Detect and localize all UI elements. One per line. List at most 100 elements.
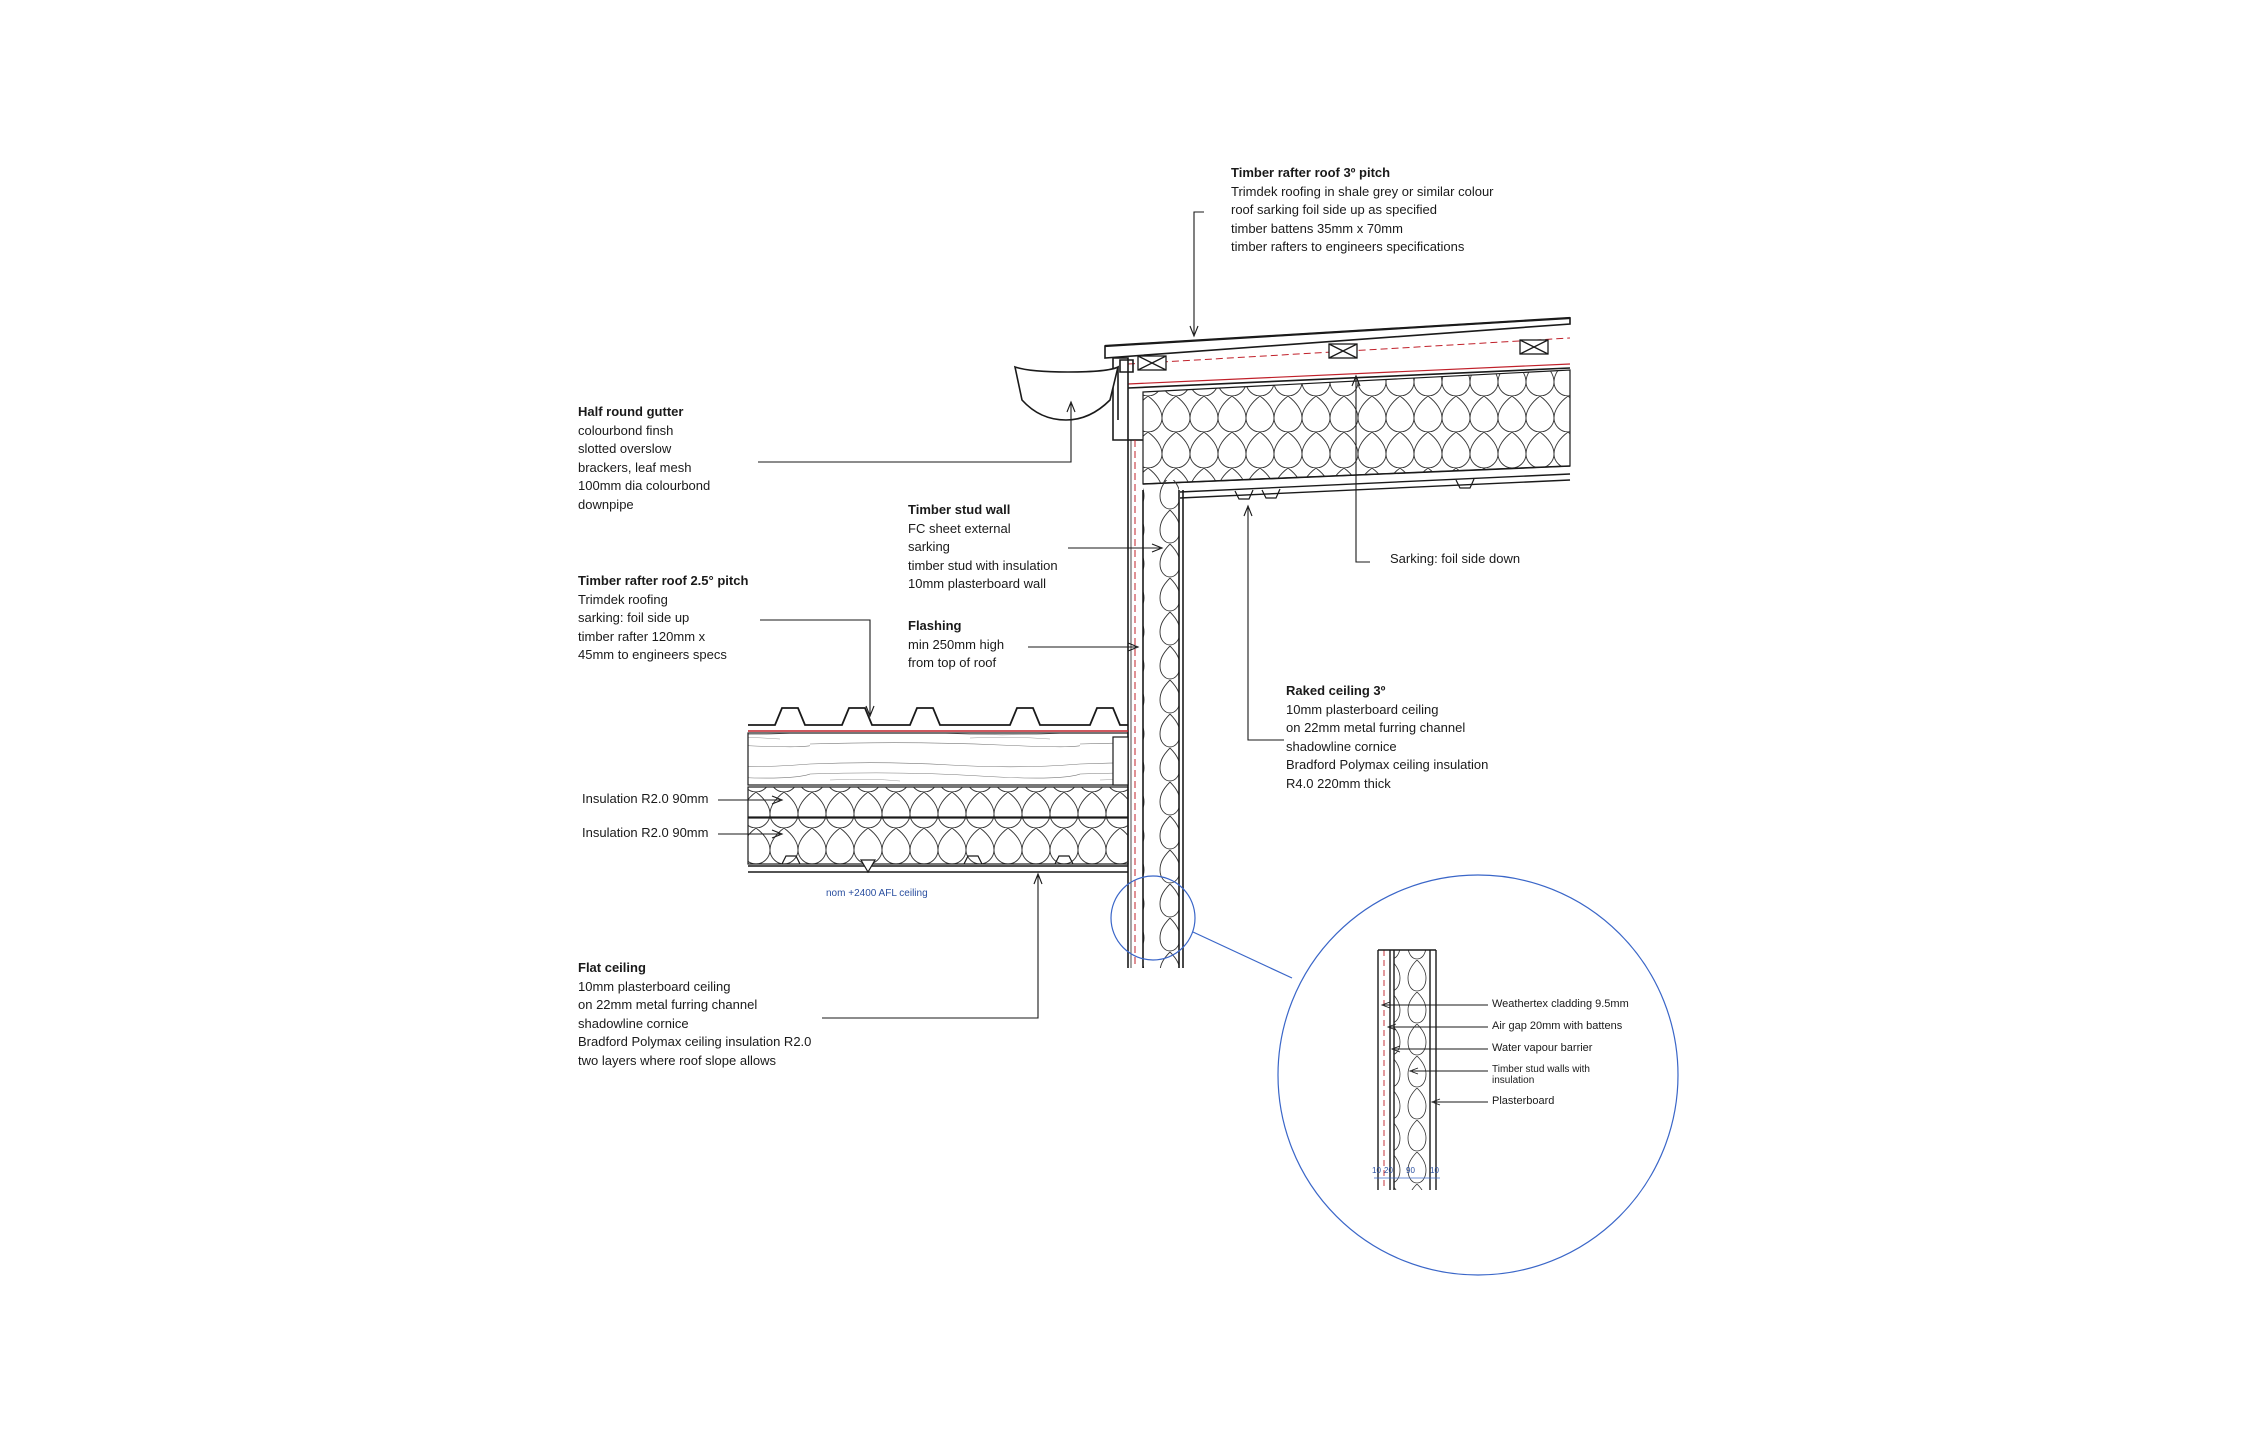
detail-label-vapour-barrier: Water vapour barrier <box>1492 1042 1593 1054</box>
note-flat-ceiling-line: 10mm plasterboard ceiling <box>578 978 731 994</box>
note-roof-3deg-heading: Timber rafter roof 3º pitch <box>1231 165 1391 180</box>
note-flat-ceiling-line: shadowline cornice <box>578 1015 689 1031</box>
note-gutter-heading: Half round gutter <box>578 404 684 419</box>
upper-roof-top <box>1104 316 1571 348</box>
upper-battens <box>1137 339 1549 371</box>
note-stud-wall-line: timber stud with insulation <box>908 557 1058 573</box>
leader-gutter <box>758 404 1072 463</box>
note-insulation-2-text: Insulation R2.0 90mm <box>582 825 709 840</box>
note-sarking-foil-text: Sarking: foil side down <box>1390 551 1521 566</box>
insulation-layer-2 <box>747 817 1129 865</box>
note-gutter: Half round gutter colourbond finsh slott… <box>578 403 710 514</box>
upper-rafter-top <box>1127 363 1571 385</box>
note-raked-ceiling: Raked ceiling 3º 10mm plasterboard ceili… <box>1286 682 1488 793</box>
lower-roof <box>747 707 1129 874</box>
detail-dim-plasterboard: 10 <box>1430 1166 1439 1175</box>
note-roof-2-5deg-line: sarking: foil side up <box>578 610 690 625</box>
raked-ceiling-line-2 <box>1179 479 1571 499</box>
detail-leaders <box>1380 1001 1488 1106</box>
note-flat-ceiling-line: Bradford Polymax ceiling insulation R2.0 <box>578 1034 812 1049</box>
leader-roof25 <box>760 619 871 714</box>
arrow-sarking <box>1351 374 1361 387</box>
note-stud-wall: Timber stud wall FC sheet external sarki… <box>908 501 1058 594</box>
note-flat-ceiling-line: on 22mm metal furring channel <box>578 997 758 1012</box>
note-raked-ceiling-line: shadowline cornice <box>1286 738 1397 754</box>
arrow-roof25 <box>865 705 875 718</box>
fascia-top <box>1119 359 1134 373</box>
leader-flat <box>822 876 1039 1019</box>
leader-raked <box>1247 508 1284 741</box>
note-gutter-line: downpipe <box>578 496 634 512</box>
lower-roof-sheet <box>748 707 1128 726</box>
ceiling-level-label: nom +2400 AFL ceiling <box>826 888 928 899</box>
note-raked-ceiling-line: R4.0 220mm thick <box>1286 775 1391 791</box>
note-raked-ceiling-heading: Raked ceiling 3º <box>1286 683 1386 698</box>
raked-ceiling-line-1 <box>1179 473 1571 493</box>
level-marker <box>859 859 877 874</box>
note-flat-ceiling-heading: Flat ceiling <box>578 960 646 975</box>
upper-roof <box>1104 316 1571 500</box>
note-flat-ceiling-line: two layers where roof slope allows <box>578 1052 776 1068</box>
arrow-gutter <box>1066 400 1076 413</box>
note-flashing-line: from top of roof <box>908 655 997 670</box>
lower-rafter-block <box>1112 736 1129 786</box>
note-roof-2-5deg-heading: Timber rafter roof 2.5° pitch <box>578 573 749 588</box>
note-flashing-heading: Flashing <box>908 618 962 633</box>
note-gutter-line: colourbond finsh <box>578 422 674 438</box>
detail-label-cladding: Weathertex cladding 9.5mm <box>1492 998 1629 1010</box>
lower-rafter-timber <box>747 732 1129 786</box>
note-flat-ceiling: Flat ceiling 10mm plasterboard ceiling o… <box>578 959 811 1070</box>
stud-wall <box>1127 440 1184 968</box>
note-stud-wall-line: FC sheet external <box>908 520 1011 536</box>
note-stud-wall-line: 10mm plasterboard wall <box>908 576 1047 591</box>
half-round-gutter <box>1013 365 1120 421</box>
insulation-layer-1 <box>747 786 1129 818</box>
arrow-raked <box>1243 504 1253 517</box>
note-gutter-line: slotted overslow <box>578 441 672 456</box>
note-roof-3deg-line: timber rafters to engineers specificatio… <box>1231 239 1465 254</box>
detail-dim-stud: 90 <box>1406 1166 1415 1175</box>
note-insulation-1: Insulation R2.0 90mm <box>582 790 708 809</box>
arrow-flashing <box>1127 642 1140 652</box>
callout-large-circle <box>1277 874 1679 1276</box>
arrow-flat <box>1033 872 1043 885</box>
leader-roof3 <box>1193 211 1204 334</box>
wall-insulation <box>1143 480 1179 968</box>
arrow-insul2 <box>771 829 784 839</box>
note-roof-3deg-line: Trimdek roofing in shale grey or similar… <box>1231 183 1494 199</box>
detail-dim-cladding: 10 <box>1372 1166 1381 1175</box>
note-roof-3deg: Timber rafter roof 3º pitch Trimdek roof… <box>1231 164 1494 257</box>
leader-lines <box>718 211 1370 1019</box>
note-raked-ceiling-line: 10mm plasterboard ceiling <box>1286 701 1439 717</box>
note-insulation-1-text: Insulation R2.0 90mm <box>582 791 709 806</box>
note-gutter-line: brackers, leaf mesh <box>578 459 692 475</box>
enlarged-wall-detail <box>1377 949 1437 1190</box>
note-sarking-foil: Sarking: foil side down <box>1390 550 1520 569</box>
callout-connector <box>1192 931 1293 979</box>
note-stud-wall-heading: Timber stud wall <box>908 502 1011 517</box>
note-insulation-2: Insulation R2.0 90mm <box>582 824 708 843</box>
callout-small-circle <box>1110 875 1196 961</box>
detail-label-air-gap: Air gap 20mm with battens <box>1492 1020 1623 1032</box>
note-gutter-line: 100mm dia colourbond <box>578 478 711 493</box>
note-raked-ceiling-line: on 22mm metal furring channel <box>1286 720 1466 735</box>
note-flashing-line: min 250mm high <box>908 636 1005 652</box>
detail-label-plasterboard: Plasterboard <box>1492 1095 1555 1107</box>
note-roof-2-5deg-line: 45mm to engineers specs <box>578 647 727 662</box>
note-roof-2-5deg-line: timber rafter 120mm x <box>578 628 706 644</box>
note-flashing: Flashing min 250mm high from top of roof <box>908 617 1004 673</box>
flat-furring <box>781 855 1074 865</box>
note-roof-2-5deg: Timber rafter roof 2.5° pitch Trimdek ro… <box>578 572 748 665</box>
arrow-roof3 <box>1189 325 1199 338</box>
detail-dim-air-gap: 20 <box>1384 1166 1393 1175</box>
note-roof-2-5deg-line: Trimdek roofing <box>578 591 668 607</box>
raked-furring <box>1234 478 1475 500</box>
leader-sarking <box>1355 378 1370 563</box>
note-roof-3deg-line: roof sarking foil side up as specified <box>1231 202 1437 217</box>
upper-rafter-top-black <box>1127 367 1571 389</box>
arrow-studwall <box>1151 543 1164 553</box>
note-roof-3deg-line: timber battens 35mm x 70mm <box>1231 220 1403 236</box>
arrow-insul1 <box>771 795 784 805</box>
